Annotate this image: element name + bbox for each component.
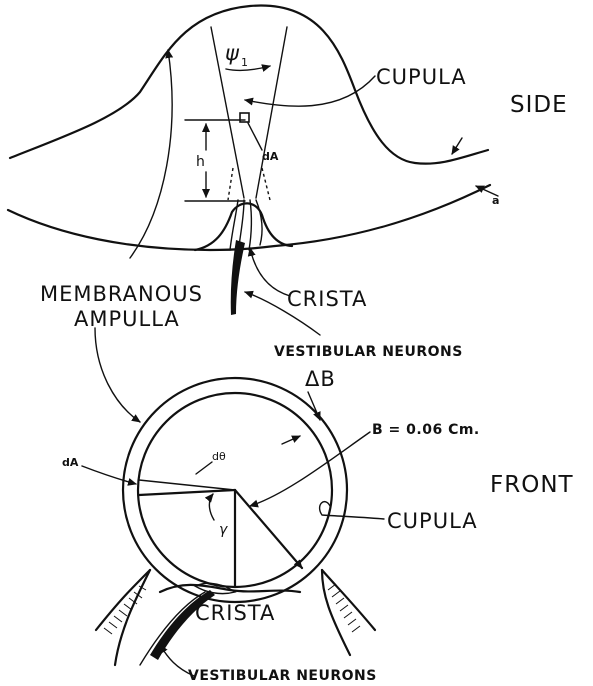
front-diagonal-radius xyxy=(235,490,302,568)
side-neuron-bundle xyxy=(231,240,245,315)
side-dashed-right xyxy=(262,168,270,200)
side-thickness-label: a xyxy=(492,194,499,207)
front-view: FRONT ΔB B = 0.06 Cm. dA dθ γ CUPULA CRI… xyxy=(62,367,574,684)
front-crista-label: CRISTA xyxy=(195,601,275,625)
front-right-flank xyxy=(322,570,350,655)
front-cupula-label: CUPULA xyxy=(387,509,478,533)
side-dashed-left xyxy=(228,168,233,200)
front-neurons-label: VESTIBULAR NEURONS xyxy=(188,668,377,684)
front-radius-label: B = 0.06 Cm. xyxy=(372,422,480,438)
ampulla-leader-side xyxy=(130,50,172,258)
side-psi-arc xyxy=(226,66,270,70)
side-crista-label: CRISTA xyxy=(287,287,367,311)
ampulla-label-line2: AMPULLA xyxy=(74,307,180,331)
side-neurons-label: VESTIBULAR NEURONS xyxy=(274,344,463,360)
side-h-label: h xyxy=(196,154,205,170)
front-left-flank xyxy=(115,570,150,665)
side-view: SIDE CUPULA ψ 1 h dA a CRISTA VESTIBULAR… xyxy=(8,6,568,422)
front-dtheta-label: dθ xyxy=(212,450,226,463)
side-view-label: SIDE xyxy=(510,92,568,118)
side-cone-right-line xyxy=(256,27,287,198)
ampulla-label-line1: MEMBRANOUS xyxy=(40,282,203,306)
side-crista-leader xyxy=(250,248,290,296)
front-radius-arrow xyxy=(250,432,370,506)
side-psi-label: ψ xyxy=(225,41,240,65)
ampulla-leader-front xyxy=(95,328,140,422)
side-cupula-label: CUPULA xyxy=(376,65,467,89)
front-gamma-label: γ xyxy=(219,522,228,538)
side-psi-subscript: 1 xyxy=(241,56,248,69)
front-horizontal-radius xyxy=(139,490,235,495)
side-dA-label: dA xyxy=(262,150,279,163)
side-ampulla-floor xyxy=(8,185,490,250)
front-dA-wedge-top xyxy=(139,480,235,490)
front-delta-b-label: ΔB xyxy=(305,367,336,391)
front-view-label: FRONT xyxy=(490,472,574,498)
front-gamma-arc xyxy=(209,494,214,520)
front-dA-label: dA xyxy=(62,456,79,469)
